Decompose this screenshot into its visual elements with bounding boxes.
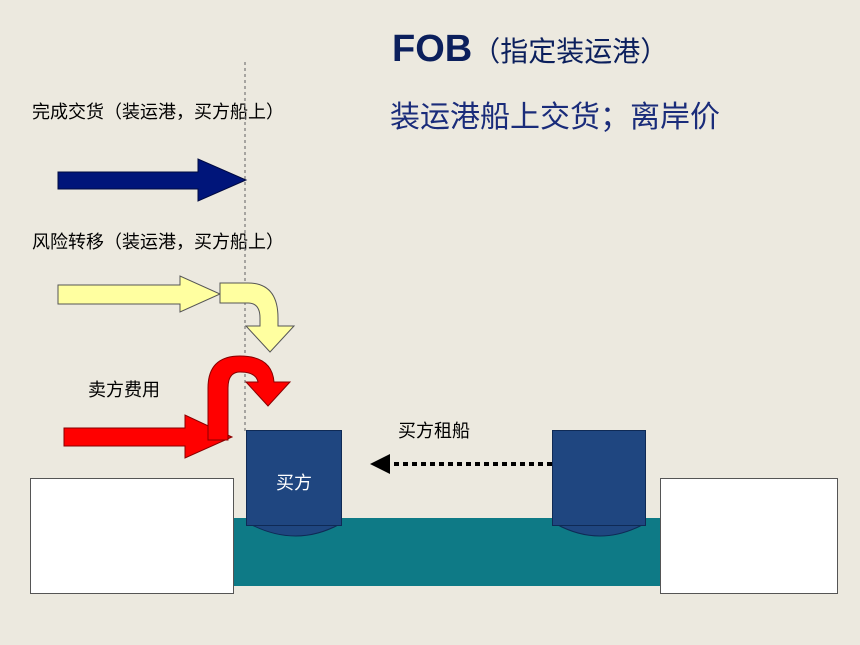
left-dock [30,478,234,594]
subtitle: 装运港船上交货；离岸价 [390,100,720,135]
title-main: FOB [392,28,473,70]
charter-arrow-head [370,454,390,474]
buyer-ship-label: 买方 [276,473,312,494]
cost-arrow [63,414,234,459]
risk-label: 风险转移（装运港，买方船上） [32,232,284,253]
cost-label: 卖方费用 [88,380,160,401]
title-sub: （指定装运港） [472,36,669,67]
delivery-arrow [57,158,248,202]
buyer-ship: 买方 [246,430,342,526]
cost-uturn-arrow [207,355,292,441]
right-dock [660,478,838,594]
page-title: FOB（指定装运港） [392,28,668,71]
risk-down-arrow [219,282,296,353]
risk-arrow [57,275,222,313]
chartered-ship [552,430,646,526]
charter-label: 买方租船 [398,421,470,442]
delivery-label: 完成交货（装运港，买方船上） [32,102,284,123]
